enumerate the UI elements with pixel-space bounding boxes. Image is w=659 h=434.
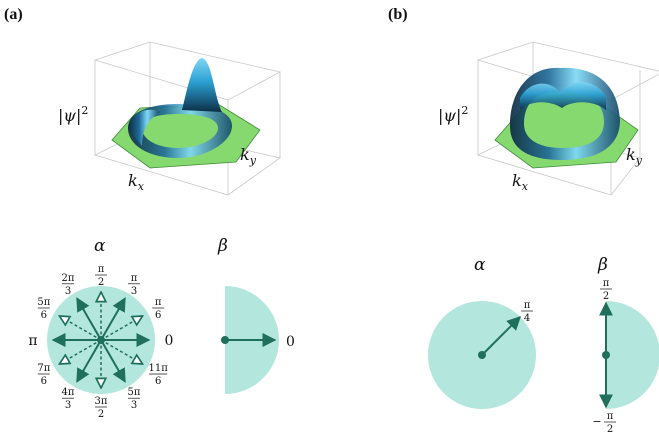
beta-diagram-a: β 0 — [217, 236, 295, 394]
beta-origin-b — [602, 351, 610, 359]
alpha-label-a: α — [94, 236, 106, 256]
alpha-arrow-7pi_6 — [59, 339, 102, 364]
xlabel-b: kx — [512, 171, 529, 193]
alpha-diagram-b: α π 4 — [428, 255, 536, 409]
svg-text:π: π — [155, 297, 162, 308]
alpha-arrow-pi_6 — [100, 316, 143, 341]
ylabel-a: ky — [240, 145, 257, 167]
alpha-angle-label-pi_2: π2 — [95, 264, 107, 288]
beta-label-minus-pi2: − π 2 — [592, 411, 616, 434]
svg-text:3: 3 — [65, 286, 71, 297]
svg-text:3: 3 — [65, 400, 71, 411]
svg-text:π: π — [98, 264, 105, 275]
svg-text:6: 6 — [41, 310, 47, 321]
svg-text:5π: 5π — [37, 297, 50, 308]
svg-text:2: 2 — [603, 291, 609, 302]
svg-text:−: − — [592, 415, 601, 428]
svg-text:π: π — [603, 278, 610, 289]
alpha-angle-label-7pi_6: 7π6 — [37, 363, 50, 387]
zlabel-a: |ψ|2 — [58, 104, 88, 125]
alpha-label-b: α — [474, 255, 486, 275]
panel-label-b: (b) — [388, 6, 408, 23]
peak-a — [182, 58, 222, 112]
xlabel-a: kx — [128, 171, 145, 193]
beta-diagram-b: β π 2 − π 2 — [592, 255, 659, 434]
svg-text:4π: 4π — [62, 387, 75, 398]
ylabel-b: ky — [626, 145, 643, 167]
svg-text:11π: 11π — [149, 363, 169, 374]
svg-text:2: 2 — [98, 409, 104, 420]
alpha-arrow-b — [481, 316, 521, 356]
zlabel-b: |ψ|2 — [438, 104, 468, 125]
alpha-angle-label-pi: π — [28, 333, 37, 349]
panel-b-3d-plot: |ψ|2 kx ky — [438, 41, 659, 196]
svg-text:2: 2 — [98, 277, 104, 288]
svg-text:3π: 3π — [95, 396, 108, 407]
svg-text:6: 6 — [41, 376, 47, 387]
beta-half-disk-b — [606, 301, 659, 409]
alpha-arrow-5pi_3 — [100, 339, 126, 383]
panel-label-a: (a) — [4, 6, 23, 23]
alpha-angle-label-2pi_3: 2π3 — [62, 273, 75, 297]
beta-zero-label: 0 — [286, 334, 295, 350]
alpha-arrow-pi_3 — [100, 297, 126, 341]
svg-text:π: π — [28, 333, 37, 349]
alpha-arrow-2pi_3 — [76, 297, 102, 341]
svg-text:6: 6 — [155, 310, 161, 321]
svg-text:π: π — [524, 300, 531, 311]
svg-text:6: 6 — [155, 376, 161, 387]
alpha-origin-b — [478, 351, 486, 359]
beta-origin-a — [221, 336, 229, 344]
alpha-arrow-11pi_6 — [100, 339, 143, 364]
svg-text:3: 3 — [131, 286, 137, 297]
alpha-angle-label-4pi_3: 4π3 — [62, 387, 75, 411]
svg-text:2π: 2π — [62, 273, 75, 284]
svg-text:0: 0 — [165, 333, 174, 349]
alpha-origin-a — [97, 336, 105, 344]
svg-text:π: π — [607, 411, 614, 422]
svg-text:2: 2 — [607, 424, 613, 434]
svg-text:π: π — [131, 273, 138, 284]
alpha-arrows-a — [51, 292, 151, 388]
alpha-angle-label-zero: 0 — [165, 333, 174, 349]
svg-text:4: 4 — [524, 313, 530, 324]
alpha-arrow-4pi_3 — [76, 339, 102, 383]
beta-label-a: β — [217, 236, 228, 256]
alpha-angle-label-5pi_6: 5π6 — [37, 297, 50, 321]
svg-text:3: 3 — [131, 400, 137, 411]
alpha-label-pi4: π 4 — [521, 300, 533, 324]
alpha-angle-label-pi_6: π6 — [152, 297, 165, 321]
panel-a-3d-plot: |ψ|2 kx ky — [58, 41, 282, 196]
beta-label-b: β — [597, 255, 608, 275]
alpha-angle-label-pi_3: π3 — [128, 273, 140, 297]
svg-text:7π: 7π — [37, 363, 50, 374]
svg-text:5π: 5π — [128, 387, 141, 398]
alpha-angle-label-5pi_3: 5π3 — [128, 387, 141, 411]
alpha-angle-label-3pi_2: 3π2 — [95, 396, 108, 420]
beta-label-pi2: π 2 — [600, 278, 612, 302]
alpha-arrow-5pi_6 — [59, 316, 102, 341]
